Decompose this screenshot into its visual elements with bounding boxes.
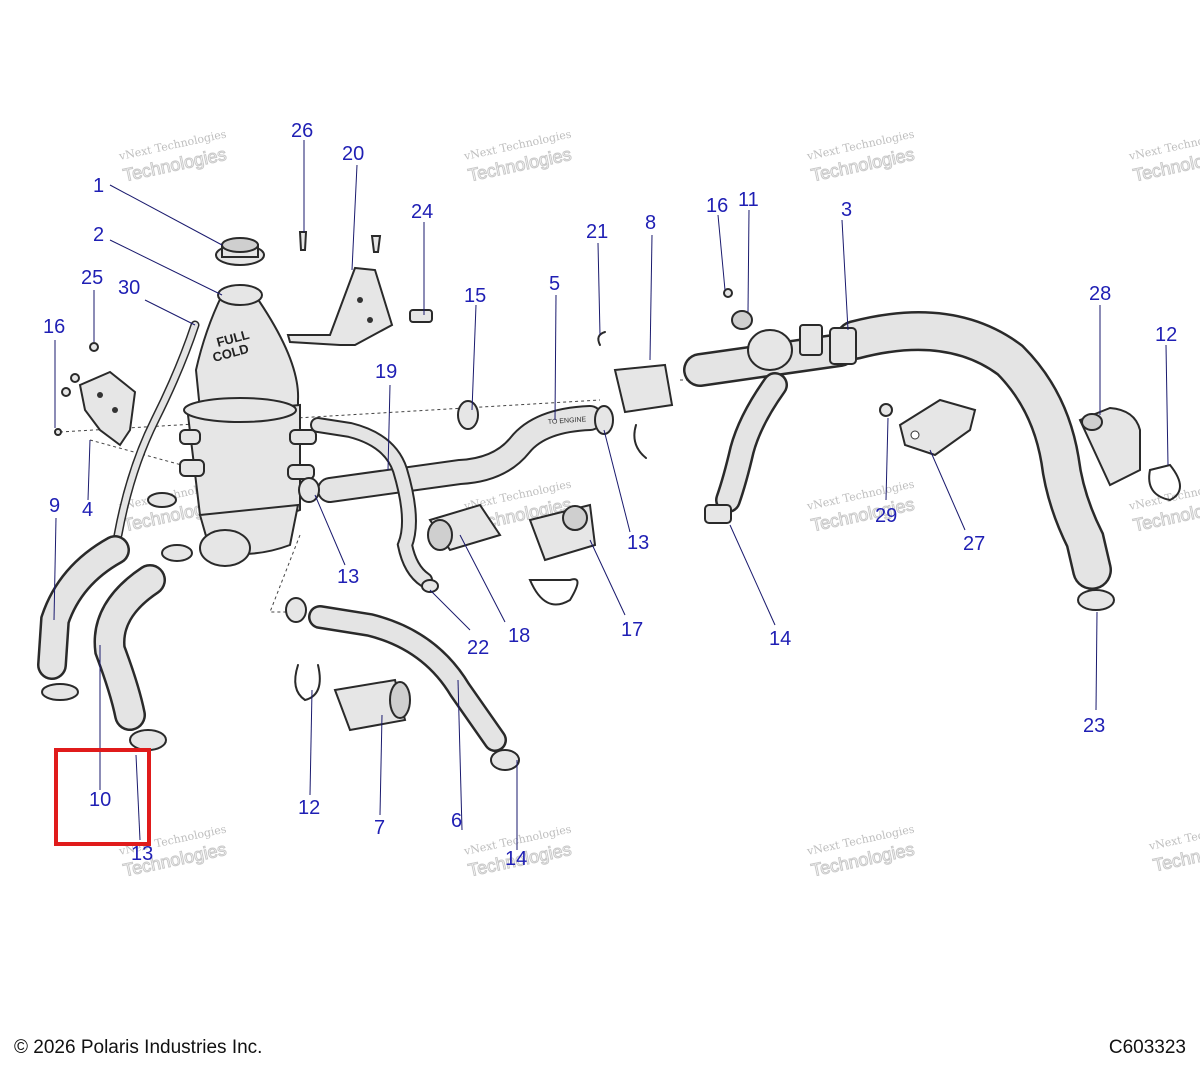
callout-5[interactable]: 5 — [549, 273, 560, 295]
callout-18[interactable]: 18 — [508, 625, 530, 647]
tee-pipe-assembly — [683, 310, 857, 513]
callout-25[interactable]: 25 — [81, 267, 103, 289]
callout-28[interactable]: 28 — [1089, 283, 1111, 305]
thermostat-housing — [1078, 406, 1141, 487]
upper-coolant-pipe: TO ENGINE — [317, 405, 603, 503]
callout-11[interactable]: 11 — [738, 189, 759, 211]
lower-hose-9 — [37, 535, 130, 680]
callout-22[interactable]: 22 — [467, 637, 489, 659]
callout-13c[interactable]: 13 — [131, 843, 153, 865]
callout-4[interactable]: 4 — [82, 499, 93, 521]
callout-6[interactable]: 6 — [451, 810, 462, 832]
pipe-label: TO ENGINE — [548, 416, 587, 426]
callout-21[interactable]: 21 — [586, 221, 608, 243]
callout-10[interactable]: 10 — [89, 789, 111, 811]
callout-7[interactable]: 7 — [374, 817, 385, 839]
copyright-text: © 2026 Polaris Industries Inc. — [14, 1037, 263, 1058]
hose-clamps — [41, 331, 1181, 771]
selected-part-highlight — [54, 748, 151, 846]
callout-2[interactable]: 2 — [93, 224, 104, 246]
callout-12a[interactable]: 12 — [1155, 324, 1177, 346]
callout-12b[interactable]: 12 — [298, 797, 320, 819]
callout-3[interactable]: 3 — [841, 199, 852, 221]
leader-lines — [53, 140, 1169, 850]
callout-numbers: 1 2 3 4 5 6 7 8 9 10 11 12 12 13 13 13 1… — [43, 120, 1177, 870]
callout-19[interactable]: 19 — [375, 361, 397, 383]
bypass-hose — [310, 417, 433, 588]
hose-bracket-27 — [898, 398, 977, 457]
callout-27[interactable]: 27 — [963, 533, 985, 555]
callout-16a[interactable]: 16 — [43, 316, 65, 338]
reservoir-cap — [215, 237, 265, 266]
callout-15[interactable]: 15 — [464, 285, 486, 307]
main-radiator-hose — [835, 311, 1112, 590]
callout-13a[interactable]: 13 — [337, 566, 359, 588]
lower-hose-10 — [93, 564, 166, 731]
hose-fitting-14 — [704, 504, 732, 524]
callout-17[interactable]: 17 — [621, 619, 643, 641]
coolant-reservoir: FULL COLD — [179, 284, 317, 567]
callout-16b[interactable]: 16 — [706, 195, 728, 217]
vent-line — [113, 320, 200, 540]
lower-hose-6 — [308, 605, 507, 752]
callout-9[interactable]: 9 — [49, 495, 60, 517]
reservoir-bracket — [286, 266, 394, 346]
fitting-8 — [613, 363, 674, 414]
callout-24[interactable]: 24 — [411, 201, 433, 223]
callout-29[interactable]: 29 — [875, 505, 897, 527]
fasteners — [54, 231, 893, 436]
mounting-bracket — [78, 370, 137, 447]
callout-30[interactable]: 30 — [118, 277, 140, 299]
diagram-code: C603323 — [1108, 1037, 1186, 1058]
callout-26[interactable]: 26 — [291, 120, 313, 142]
callout-1[interactable]: 1 — [93, 175, 104, 197]
callout-20[interactable]: 20 — [342, 143, 364, 165]
callout-14b[interactable]: 14 — [505, 848, 527, 870]
fitting-7 — [333, 678, 411, 732]
callout-14a[interactable]: 14 — [769, 628, 791, 650]
fitting-17 — [528, 503, 597, 606]
callout-8[interactable]: 8 — [645, 212, 656, 234]
fitting-18 — [427, 503, 502, 552]
callout-23[interactable]: 23 — [1083, 715, 1105, 737]
callout-13b[interactable]: 13 — [627, 532, 649, 554]
